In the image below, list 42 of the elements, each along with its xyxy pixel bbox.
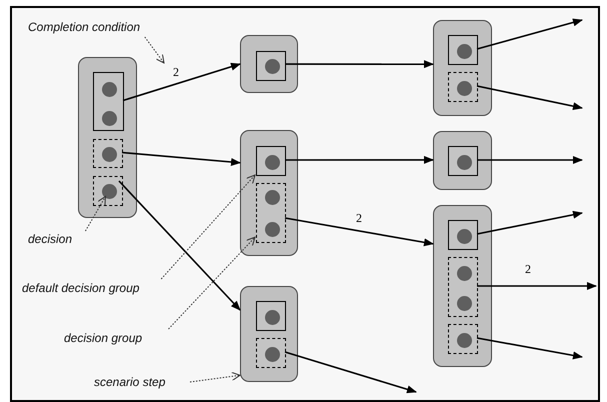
decision-group-box <box>93 139 123 168</box>
arrow <box>477 282 597 290</box>
arrow <box>122 152 241 166</box>
edge-label: 2 <box>524 263 532 275</box>
arrow <box>284 351 417 394</box>
decision-group-box <box>448 72 478 102</box>
default-decision-group-box <box>448 146 478 176</box>
arrow <box>284 217 434 246</box>
arrow <box>285 60 434 68</box>
leader-line <box>190 372 240 382</box>
default-decision-group-box <box>256 51 286 81</box>
scenario-step-box <box>433 205 492 367</box>
decision-group-box <box>448 257 478 317</box>
default-decision-group-box <box>256 146 286 176</box>
decision-group-box <box>256 183 286 243</box>
scenario-step-box <box>240 130 298 256</box>
edge-label: 2 <box>172 66 180 78</box>
leader-line <box>84 196 106 232</box>
scenario-step-box <box>78 57 137 218</box>
annotation-text: Completion condition <box>28 21 140 33</box>
decision-group-box <box>256 338 286 368</box>
arrow <box>285 156 434 164</box>
leader-line <box>160 174 256 280</box>
edge-label: 2 <box>355 212 363 224</box>
default-decision-group-box <box>448 35 478 65</box>
default-decision-group-box <box>93 72 124 131</box>
decision-group-box <box>448 324 478 354</box>
scenario-step-box <box>240 35 298 93</box>
arrow <box>477 156 583 164</box>
annotation-text: decision <box>28 233 72 245</box>
annotation-text: scenario step <box>94 376 166 388</box>
default-decision-group-box <box>256 301 286 331</box>
leader-line <box>168 236 256 330</box>
scenario-step-box <box>240 286 298 382</box>
scenario-step-box <box>433 20 492 116</box>
annotation-text: decision group <box>64 332 142 344</box>
leader-line <box>144 36 164 64</box>
annotation-text: default decision group <box>22 282 140 294</box>
default-decision-group-box <box>448 220 478 250</box>
scenario-step-box <box>433 131 492 190</box>
arrow <box>118 180 241 311</box>
decision-group-box <box>93 176 123 206</box>
